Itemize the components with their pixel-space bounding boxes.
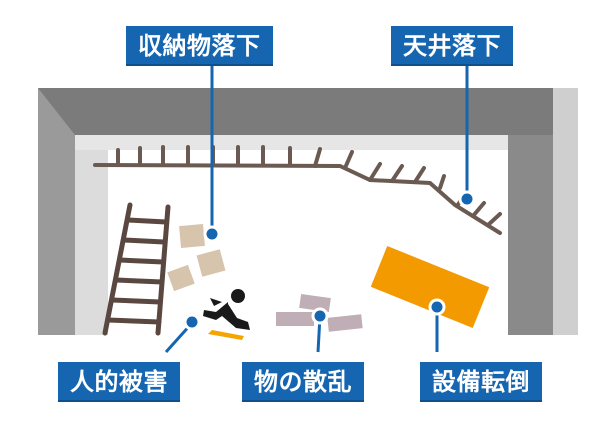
falling-storage-boxes bbox=[167, 223, 226, 292]
box bbox=[167, 264, 195, 292]
ceiling-slab bbox=[38, 88, 553, 135]
ceiling-underside bbox=[75, 135, 508, 150]
label-human-damage: 人的被害 bbox=[58, 362, 180, 402]
box bbox=[179, 223, 205, 249]
label-scattered-items: 物の散乱 bbox=[242, 362, 364, 402]
debris bbox=[327, 314, 363, 332]
scattered-debris bbox=[276, 293, 363, 332]
left-wall-inner bbox=[75, 135, 108, 335]
left-wall-outer bbox=[38, 88, 75, 335]
debris bbox=[276, 312, 314, 326]
label-storage-fall: 収納物落下 bbox=[126, 26, 273, 66]
box bbox=[196, 249, 226, 277]
fallen-person-icon bbox=[203, 289, 250, 340]
leader-lines bbox=[164, 66, 476, 354]
label-ceiling-fall: 天井落下 bbox=[391, 26, 513, 66]
toppled-equipment bbox=[370, 245, 490, 329]
ladder-shelf bbox=[102, 202, 171, 336]
label-equipment-topple: 設備転倒 bbox=[420, 362, 542, 402]
debris bbox=[299, 293, 331, 313]
right-wall-inner bbox=[508, 135, 553, 335]
right-wall-outer bbox=[553, 88, 578, 335]
